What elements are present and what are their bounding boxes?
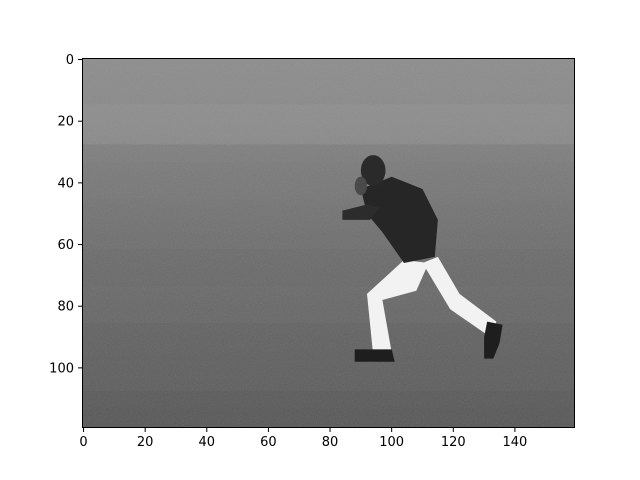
x-tick-label: 40: [199, 435, 216, 450]
x-axis: 0 20 40 60 80 100 120 140: [79, 428, 527, 450]
x-tick-label: 60: [260, 435, 277, 450]
back-leg: [422, 256, 497, 337]
x-tick-label: 0: [79, 435, 87, 450]
y-tick-label: 100: [49, 361, 74, 376]
arm: [342, 204, 380, 220]
x-tick-label: 140: [503, 435, 528, 450]
x-tick-label: 20: [137, 435, 154, 450]
torso: [360, 176, 438, 263]
front-shoe: [354, 349, 395, 362]
x-tick-label: 80: [322, 435, 339, 450]
image-area: [82, 58, 575, 428]
field-grain: [82, 58, 575, 428]
axes-frame: [82, 58, 575, 428]
front-leg: [367, 260, 429, 356]
y-tick-label: 40: [57, 176, 74, 191]
y-tick-label: 0: [66, 53, 74, 68]
y-tick-label: 20: [57, 115, 74, 130]
y-tick-label: 80: [57, 300, 74, 315]
head: [360, 155, 386, 186]
back-shoe: [484, 321, 503, 359]
x-tick-label: 100: [379, 435, 404, 450]
x-tick-label: 120: [441, 435, 466, 450]
running-person: [342, 155, 503, 362]
y-axis: 0 20 40 60 80 100: [49, 53, 82, 376]
y-tick-label: 60: [57, 238, 74, 253]
face: [354, 176, 368, 196]
